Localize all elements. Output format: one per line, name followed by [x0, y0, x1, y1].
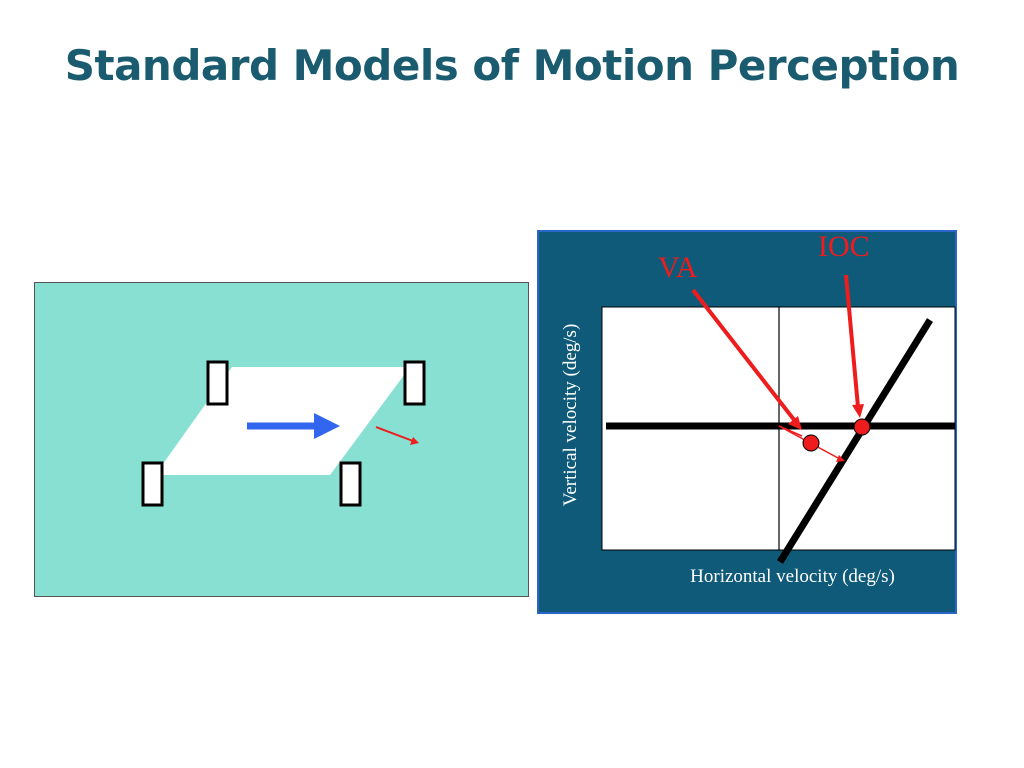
va-label: VA [658, 251, 698, 284]
ioc-pointer-arrow [844, 274, 864, 418]
constraint-line-oblique [777, 318, 933, 564]
ioc-label: IOC [818, 230, 870, 263]
corner-dot-bottom-left [141, 461, 164, 507]
va-pointer-arrow [691, 288, 802, 430]
component-motion-arrow [375, 426, 419, 445]
y-axis-label: Vertical velocity (deg/s) [560, 323, 581, 507]
ioc-solution-point [853, 418, 871, 436]
corner-dot-bottom-right [339, 461, 362, 507]
pattern-motion-arrow [247, 413, 340, 439]
x-axis-label: Horizontal velocity (deg/s) [690, 566, 895, 587]
va-solution-point [802, 434, 820, 452]
slide-title: Standard Models of Motion Perception [64, 41, 960, 90]
corner-dot-top-right [403, 360, 426, 406]
corner-dot-top-left [206, 360, 229, 406]
